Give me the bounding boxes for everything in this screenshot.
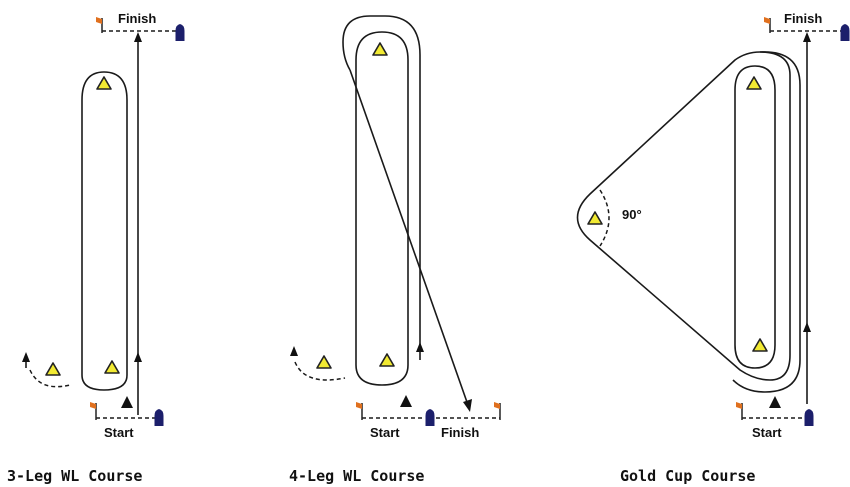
start-line: Start	[90, 396, 164, 440]
course-route	[81, 71, 128, 391]
course-caption: 4-Leg WL Course	[289, 467, 424, 485]
course-route-inner	[355, 31, 409, 386]
flag-icon	[736, 402, 742, 409]
start-line: Start	[356, 395, 435, 440]
start-arrow-icon	[400, 395, 412, 407]
angle-arc	[599, 189, 610, 247]
arrow-down-icon	[463, 399, 472, 412]
flag-icon	[90, 402, 96, 409]
windward-mark-icon	[372, 42, 388, 56]
flag-icon	[764, 17, 770, 24]
arrow-up-icon	[134, 32, 142, 42]
boat-icon	[175, 24, 185, 41]
course-caption: 3-Leg WL Course	[7, 467, 142, 485]
course-caption: Gold Cup Course	[620, 467, 755, 485]
start-arrow-icon	[769, 396, 781, 408]
flag-icon	[494, 402, 500, 409]
windward-mark-icon	[746, 76, 762, 90]
offset-mark-icon	[45, 362, 61, 376]
arrow-up-icon	[803, 322, 811, 332]
offset-mark-icon	[316, 355, 332, 369]
boat-icon	[840, 24, 850, 41]
start-label: Start	[104, 425, 134, 440]
arrow-up-icon	[416, 342, 424, 352]
course-route-leg	[349, 69, 469, 406]
course-gold-cup: Finish 90° Start Gold Cup Course	[576, 11, 850, 485]
flag-icon	[356, 402, 362, 409]
finish-line: Finish	[764, 11, 850, 41]
angle-label: 90°	[622, 207, 642, 222]
windward-mark-icon	[96, 76, 112, 90]
rounding-path	[294, 361, 346, 381]
arrow-up-icon	[803, 32, 811, 42]
course-route-triangle	[576, 51, 791, 381]
boat-icon	[425, 409, 435, 426]
leeward-mark-icon	[379, 353, 395, 367]
finish-label: Finish	[784, 11, 822, 26]
arrow-up-icon	[290, 346, 298, 356]
leeward-mark-icon	[104, 360, 120, 374]
wing-mark-icon	[587, 211, 603, 225]
start-label: Start	[370, 425, 400, 440]
course-3-leg-wl: Finish Start 3-Leg WL Course	[7, 11, 185, 485]
boat-icon	[804, 409, 814, 426]
flag-icon	[96, 17, 102, 24]
start-label: Start	[752, 425, 782, 440]
arrow-up-icon	[22, 352, 30, 362]
start-line: Start	[736, 396, 814, 440]
course-route-inner	[734, 65, 776, 369]
finish-label: Finish	[441, 425, 479, 440]
boat-icon	[154, 409, 164, 426]
arrow-up-icon	[134, 352, 142, 362]
course-route-outer	[342, 15, 421, 360]
leeward-mark-icon	[752, 338, 768, 352]
start-arrow-icon	[121, 396, 133, 408]
finish-line: Finish	[436, 402, 501, 440]
finish-line: Finish	[96, 11, 185, 41]
rounding-path	[29, 369, 71, 388]
course-4-leg-wl: Start Finish 4-Leg WL Course	[289, 15, 501, 485]
finish-label: Finish	[118, 11, 156, 26]
